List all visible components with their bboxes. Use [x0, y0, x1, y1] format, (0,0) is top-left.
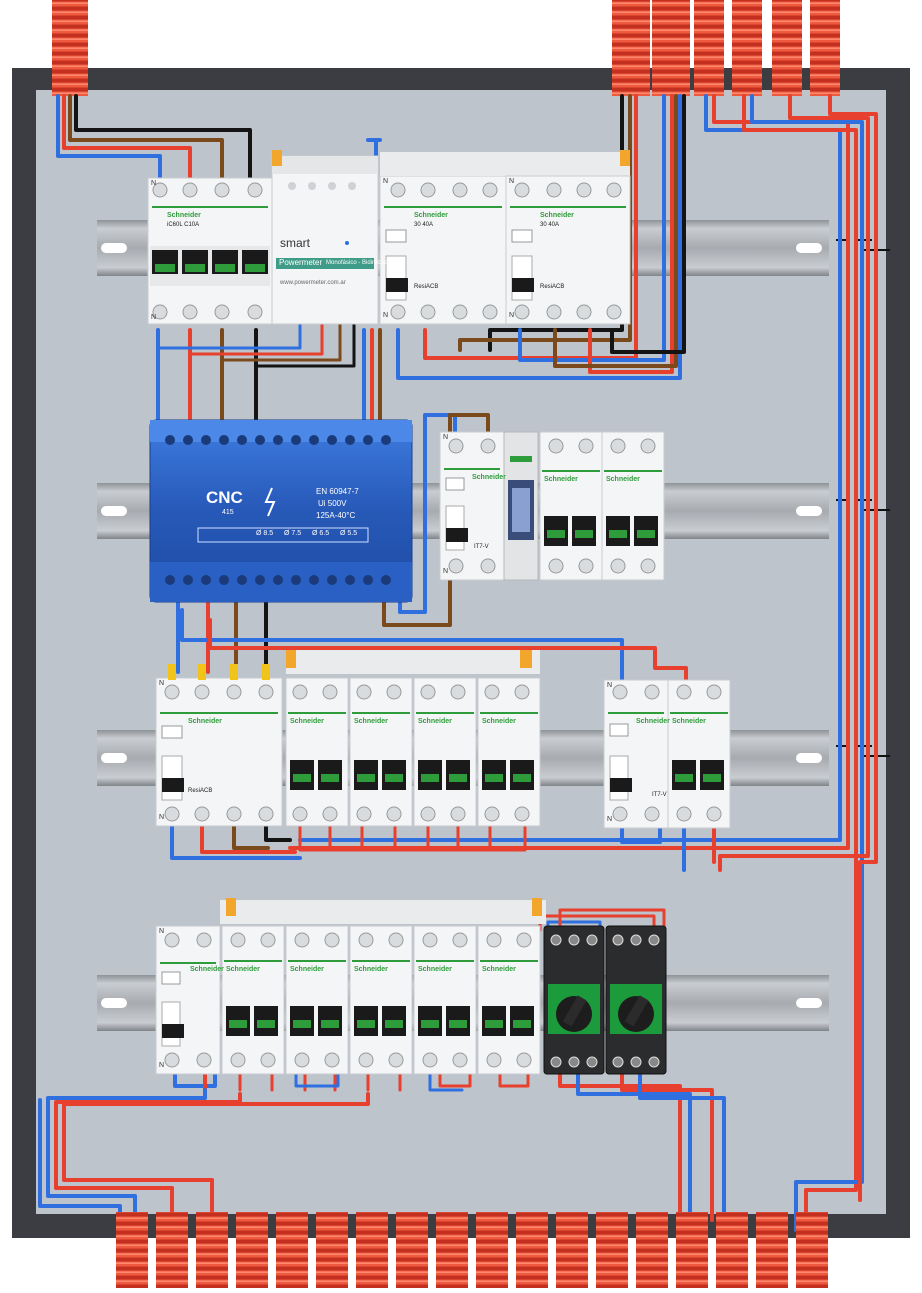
- row2-devices: [149, 419, 665, 603]
- neutral-label-r3a: N: [159, 680, 165, 687]
- bottom-cable-glands: [116, 1212, 828, 1288]
- powermeter-url: www.powermeter.com.ar: [280, 280, 346, 286]
- row4-devices: [155, 898, 667, 1075]
- schneider-logo-rccb2: Schneider: [540, 212, 574, 219]
- rccb-r3-brand-text: ResiACB: [188, 788, 213, 794]
- schneider-logo-rccb1: Schneider: [414, 212, 448, 219]
- neutral-label-r1c: N: [509, 178, 515, 185]
- row3-devices: [155, 650, 731, 829]
- schneider-logo-mcb-r4-1: Schneider: [226, 966, 260, 973]
- timer-label-r3: IT7-V: [652, 792, 667, 798]
- schneider-logo-mcb-r3-1: Schneider: [290, 718, 324, 725]
- neutral-label-r1e: N: [383, 312, 389, 319]
- neutral-label-r2b: N: [443, 568, 449, 575]
- schneider-logo-mcb-r3-4: Schneider: [482, 718, 516, 725]
- schneider-logo-mcb-r3-5: Schneider: [672, 718, 706, 725]
- powermeter-brand: smart: [280, 236, 310, 250]
- busbar-standard: EN 60947-7: [316, 487, 359, 496]
- schneider-logo-rccb-r3b: Schneider: [636, 718, 670, 725]
- schneider-logo-rccb-r2: Schneider: [472, 474, 506, 481]
- schneider-logo-rccb-r3: Schneider: [188, 718, 222, 725]
- busbar-ratings-1: Ø 8.5: [256, 530, 274, 537]
- neutral-label-r1b: N: [383, 178, 389, 185]
- neutral-label-r4a: N: [159, 928, 165, 935]
- neutral-label-r2a: N: [443, 434, 449, 441]
- powermeter-sub: Monofásico - Bidireccional: [326, 260, 397, 266]
- busbar-rating-2: 125A-40°C: [316, 511, 356, 520]
- busbar-model: 415: [222, 509, 234, 516]
- schneider-logo-rccb-r4: Schneider: [190, 966, 224, 973]
- neutral-label-r4b: N: [159, 1062, 165, 1069]
- neutral-label-r3d: N: [607, 816, 613, 823]
- top-cable-glands-over: [52, 60, 840, 96]
- busbar-ratings-3: Ø 6.5: [312, 530, 330, 537]
- schneider-logo-mcb-r3-2: Schneider: [354, 718, 388, 725]
- mcb4p-rating: iC60L C10A: [167, 222, 200, 228]
- row1-devices: [147, 150, 631, 325]
- schneider-logo-mcb-r3-3: Schneider: [418, 718, 452, 725]
- schneider-logo-mcb-r4-4: Schneider: [418, 966, 452, 973]
- rccb1-rating: 30 40A: [414, 222, 434, 228]
- rccb2-brand-text: ResiACB: [540, 284, 565, 290]
- schneider-logo-mcb-r2-1: Schneider: [544, 476, 578, 483]
- rccb1-brand-text: ResiACB: [414, 284, 439, 290]
- schneider-logo-mcb-r4-2: Schneider: [290, 966, 324, 973]
- timer-label-r2: IT7-V: [474, 544, 489, 550]
- busbar-brand: CNC: [206, 488, 243, 507]
- neutral-label-r3c: N: [607, 682, 613, 689]
- neutral-label-r1a: N: [151, 180, 157, 187]
- neutral-label-r1f: N: [509, 312, 515, 319]
- busbar-ratings-4: Ø 5.5: [340, 530, 358, 537]
- wiring: [38, 94, 878, 1232]
- powermeter-name: Powermeter: [279, 258, 323, 267]
- neutral-label-r1d: N: [151, 314, 157, 321]
- schneider-logo-mcb-r4-5: Schneider: [482, 966, 516, 973]
- neutral-label-r3b: N: [159, 814, 165, 821]
- schneider-logo-mcb-r2-2: Schneider: [606, 476, 640, 483]
- busbar-rating-1: Ui 500V: [318, 499, 347, 508]
- schneider-logo-mcb4p: Schneider: [167, 212, 201, 219]
- schneider-logo-mcb-r4-3: Schneider: [354, 966, 388, 973]
- rccb2-rating: 30 40A: [540, 222, 560, 228]
- busbar-ratings-2: Ø 7.5: [284, 530, 302, 537]
